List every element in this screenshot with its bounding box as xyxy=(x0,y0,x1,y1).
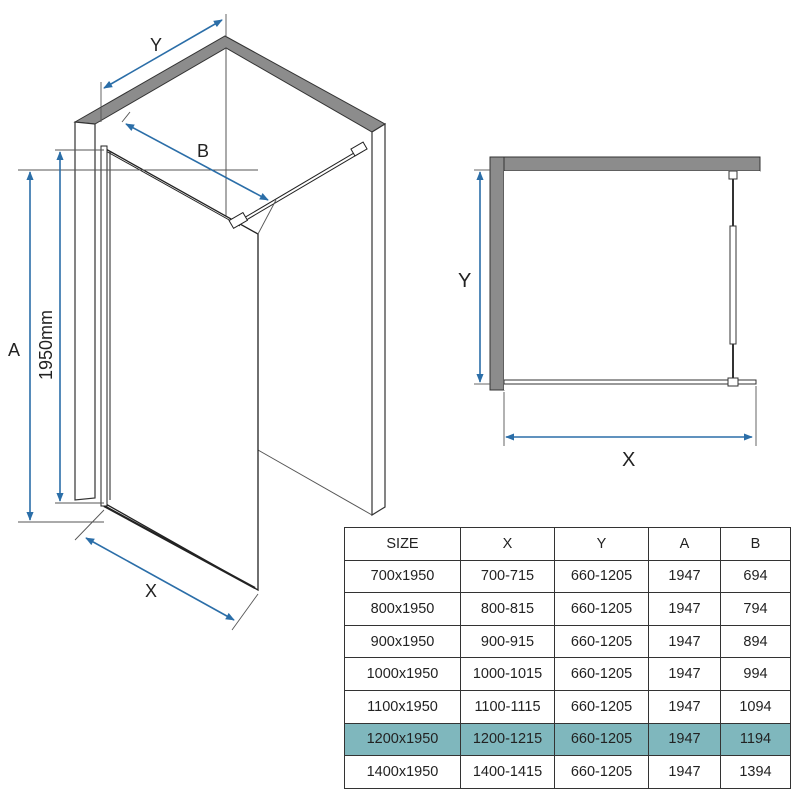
header-size: SIZE xyxy=(344,527,461,561)
cell-a: 1947 xyxy=(648,624,721,659)
label-y-top: Y xyxy=(150,35,162,55)
table-row: 1400x1950 1400-1415 660-1205 1947 1394 xyxy=(344,755,791,789)
label-height: 1950mm xyxy=(36,310,56,380)
dimension-arrows xyxy=(26,19,269,621)
plan-side-wall xyxy=(489,156,505,391)
cell-size: 800x1950 xyxy=(344,592,461,626)
wall-top-edge xyxy=(73,35,386,133)
cell-b: 994 xyxy=(720,657,791,691)
right-wall xyxy=(371,122,386,517)
cell-b: 1094 xyxy=(720,689,791,724)
cell-b: 794 xyxy=(720,592,791,626)
table-row: 1100x1950 1100-1115 660-1205 1947 1094 xyxy=(344,689,791,724)
cell-a: 1947 xyxy=(648,755,721,789)
cell-size: 900x1950 xyxy=(344,624,461,659)
wall-profile xyxy=(100,145,108,507)
cell-a: 1947 xyxy=(648,592,721,626)
cell-x: 800-815 xyxy=(460,592,555,626)
cell-b: 694 xyxy=(720,559,791,594)
header-a: A xyxy=(648,527,721,561)
left-wall xyxy=(74,121,96,501)
label-x-bottom: X xyxy=(145,581,157,601)
glass-panel xyxy=(103,146,259,592)
cell-b: 1194 xyxy=(720,722,791,757)
cell-a: 1947 xyxy=(648,559,721,594)
plan-glass-clamp xyxy=(727,377,739,387)
cell-x: 1000-1015 xyxy=(460,657,555,691)
table-row: 900x1950 900-915 660-1205 1947 894 xyxy=(344,624,791,659)
plan-extension-lines xyxy=(474,169,757,446)
arrow-x-bottom xyxy=(85,537,235,621)
table-row: 800x1950 800-815 660-1205 1947 794 xyxy=(344,592,791,626)
plan-back-wall xyxy=(489,156,761,172)
table-row: 700x1950 700-715 660-1205 1947 694 xyxy=(344,559,791,594)
plan-stabilizer-sleeve xyxy=(729,225,737,345)
header-b: B xyxy=(720,527,791,561)
header-y: Y xyxy=(554,527,649,561)
plan-stabilizer-clamp xyxy=(728,170,738,180)
label-b: B xyxy=(197,141,209,161)
table-header-row: SIZE X Y A B xyxy=(344,527,791,561)
isometric-view: Y B A 1950mm X xyxy=(8,14,386,631)
cell-size: 1400x1950 xyxy=(344,755,461,789)
arrow-b xyxy=(125,123,269,201)
table-row-highlighted: 1200x1950 1200-1215 660-1205 1947 1194 xyxy=(344,722,791,757)
cell-x: 1400-1415 xyxy=(460,755,555,789)
cell-y: 660-1205 xyxy=(554,624,649,659)
header-x: X xyxy=(460,527,555,561)
cell-b: 1394 xyxy=(720,755,791,789)
plan-interior xyxy=(504,171,760,390)
cell-size: 1200x1950 xyxy=(344,722,461,757)
stabilizer-bar xyxy=(228,141,368,230)
cell-y: 660-1205 xyxy=(554,559,649,594)
table-row: 1000x1950 1000-1015 660-1205 1947 994 xyxy=(344,657,791,691)
plan-glass xyxy=(503,379,757,385)
cell-y: 660-1205 xyxy=(554,722,649,757)
cell-y: 660-1205 xyxy=(554,755,649,789)
cell-x: 700-715 xyxy=(460,559,555,594)
cell-y: 660-1205 xyxy=(554,592,649,626)
right-wall-floor-edge xyxy=(257,449,373,516)
cell-a: 1947 xyxy=(648,722,721,757)
cell-size: 1000x1950 xyxy=(344,657,461,691)
cell-a: 1947 xyxy=(648,657,721,691)
size-table: SIZE X Y A B 700x1950 700-715 660-1205 1… xyxy=(344,527,791,789)
plan-view: Y X xyxy=(458,156,761,471)
plan-dimension-arrows xyxy=(476,171,753,441)
plan-label-y: Y xyxy=(458,270,471,292)
plan-label-x: X xyxy=(622,449,635,471)
cell-y: 660-1205 xyxy=(554,689,649,724)
cell-y: 660-1205 xyxy=(554,657,649,691)
cell-size: 1100x1950 xyxy=(344,689,461,724)
cell-x: 1200-1215 xyxy=(460,722,555,757)
cell-x: 900-915 xyxy=(460,624,555,659)
cell-a: 1947 xyxy=(648,689,721,724)
arrow-y-top xyxy=(103,19,223,89)
label-a: A xyxy=(8,340,20,360)
cell-x: 1100-1115 xyxy=(460,689,555,724)
cell-b: 894 xyxy=(720,624,791,659)
cell-size: 700x1950 xyxy=(344,559,461,594)
